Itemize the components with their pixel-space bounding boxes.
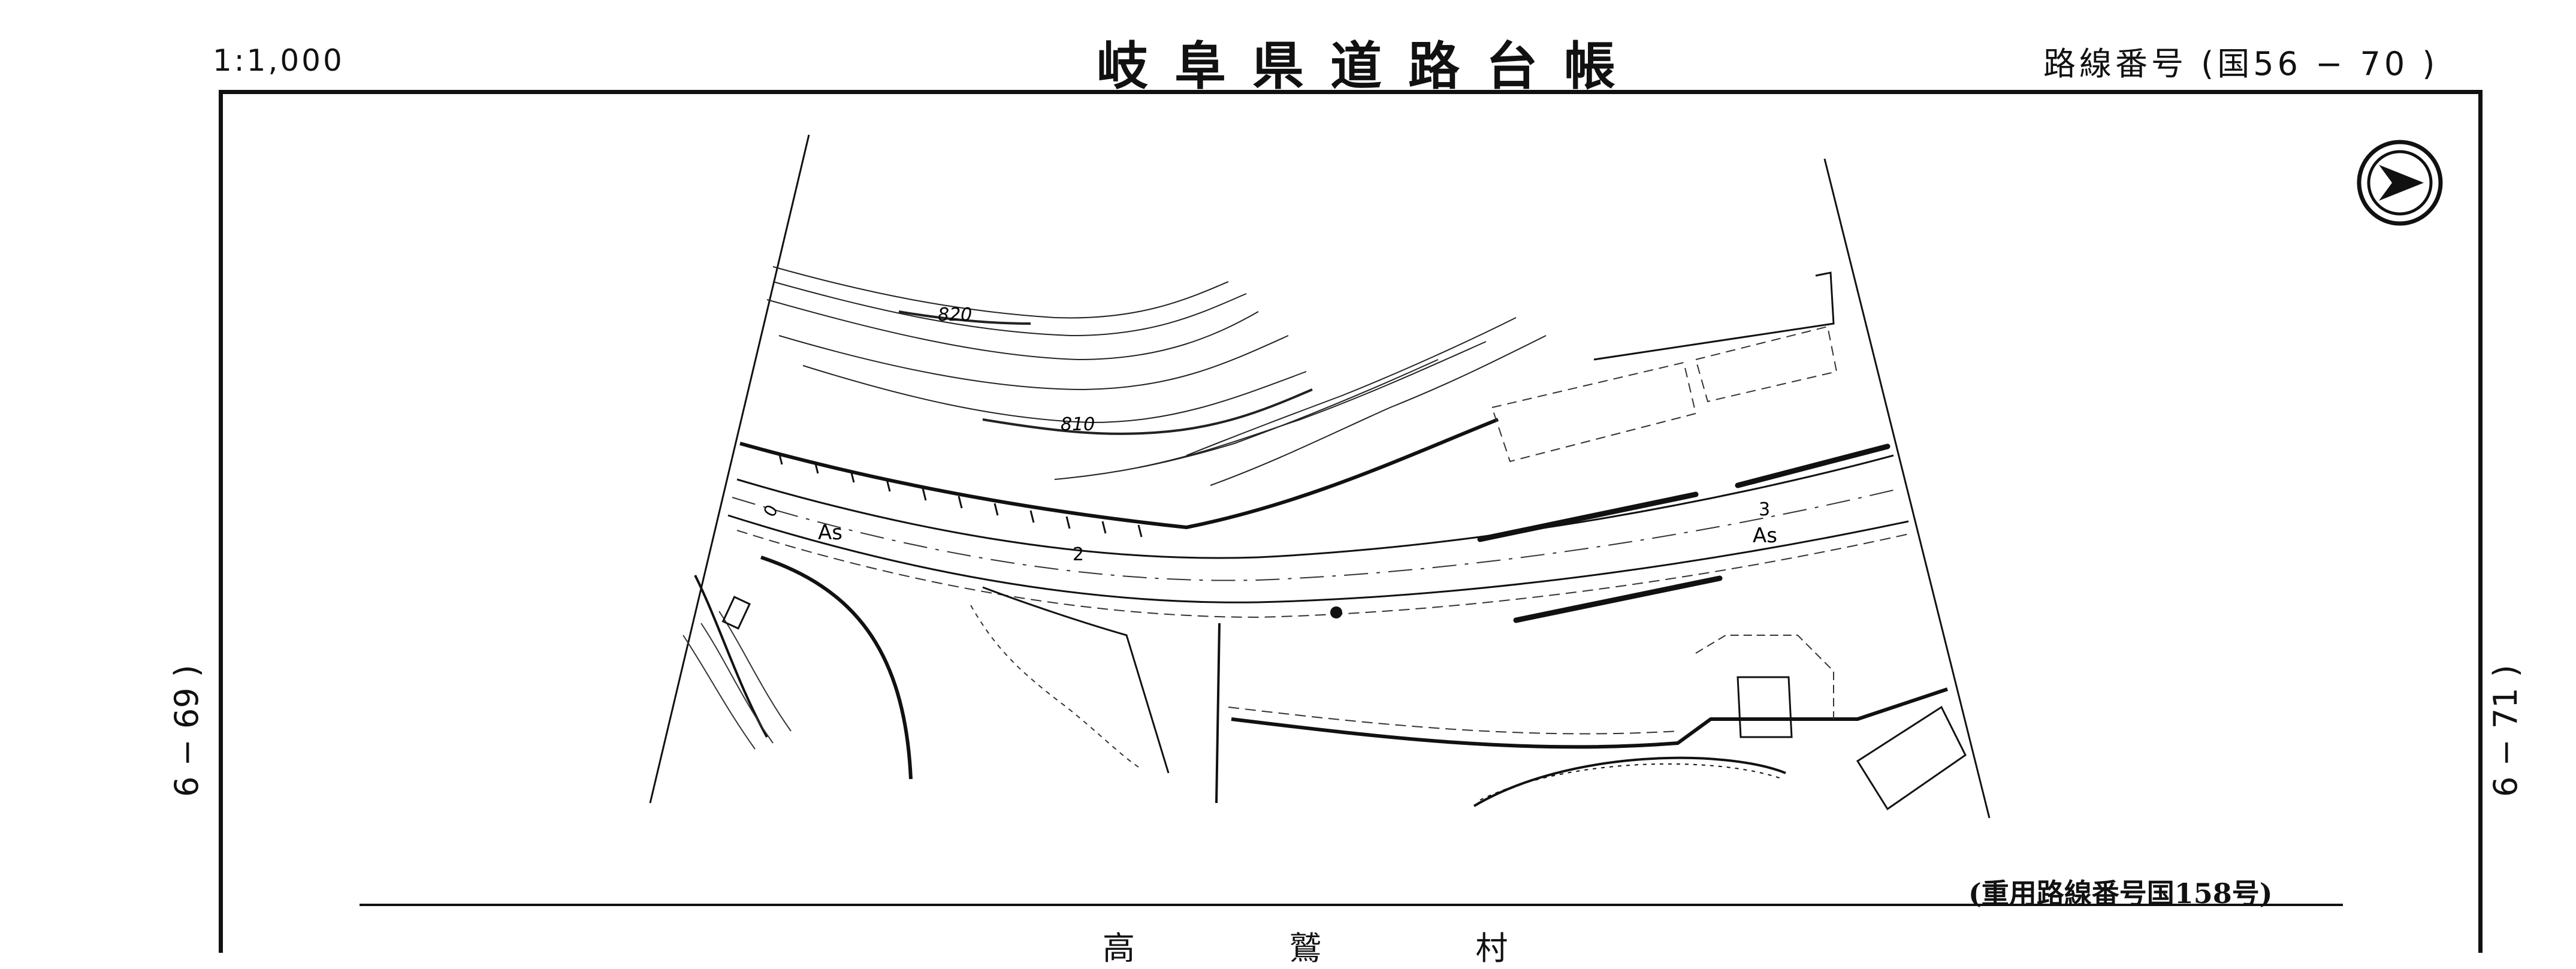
- south-wall: [1231, 687, 1948, 749]
- north-arrow-icon: [2357, 140, 2443, 226]
- contour-label-810: 810: [1061, 414, 1095, 435]
- arch-bridge-truss: [1479, 763, 1783, 801]
- road-edge-north: [736, 454, 1894, 559]
- road-centerline: [732, 488, 1901, 581]
- map-boundary-right: [1823, 158, 1991, 819]
- route-number: 路線番号 (国56 − 70 ): [2043, 45, 2439, 83]
- village-name: 高 鷲 村: [1103, 929, 1580, 967]
- map-scale: 1:1,000: [213, 43, 345, 78]
- station-label-2: 2: [1073, 544, 1084, 565]
- south-wall-dashed: [1228, 707, 1678, 735]
- road-edge-south: [727, 514, 1909, 603]
- road-map-drawing: 820 810 As As 2 3 0: [360, 134, 2343, 906]
- structure-box: [721, 596, 751, 630]
- side-road-line: [1215, 623, 1221, 804]
- west-hatching: [682, 611, 792, 750]
- wall-ticks: [778, 452, 1143, 538]
- overlapping-route-note: (重用路線番号国158号): [1968, 877, 2273, 910]
- map-boundary-left: [649, 134, 810, 804]
- contour-label-820: 820: [938, 304, 972, 325]
- utility-pole-marker: [1330, 606, 1342, 618]
- station-label-3: 3: [1759, 499, 1770, 520]
- retaining-wall: [739, 418, 1499, 530]
- page-title: 岐阜県道路台帳: [1097, 36, 1642, 96]
- property-line-north: [1593, 271, 1835, 361]
- west-curved-wall: [760, 556, 913, 780]
- map-frame: [219, 90, 2483, 953]
- property-line-south: [1695, 635, 1834, 719]
- west-slope: [694, 575, 768, 738]
- station-label-0: 0: [759, 502, 781, 521]
- stream: [970, 605, 1139, 768]
- parcel-boundary: [982, 586, 1170, 774]
- arch-bridge: [1473, 756, 1786, 807]
- surface-label-left: As: [818, 521, 842, 545]
- buildings-south: [1737, 676, 1967, 811]
- road-shoulder-dashed: [736, 530, 1912, 618]
- contour-lines: [766, 266, 1547, 486]
- surface-label-right: As: [1753, 524, 1777, 548]
- buildings-north: [1491, 325, 1838, 463]
- lane-markings: [1477, 443, 1891, 623]
